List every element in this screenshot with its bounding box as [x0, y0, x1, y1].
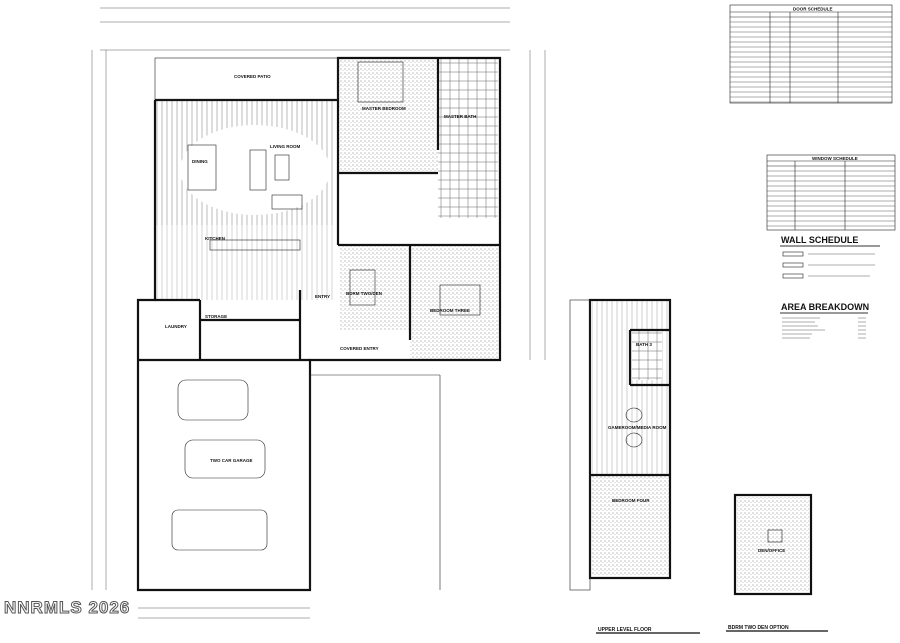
- room-label-master-bath: MASTER BATH: [444, 114, 476, 119]
- dimension-lines: [91, 7, 546, 619]
- master-bed: [357, 61, 404, 103]
- den-option-title: BDRM TWO DEN OPTION: [728, 625, 789, 631]
- door-schedule-title: DOOR SCHEDULE: [793, 7, 833, 12]
- door-schedule-table: [729, 4, 893, 104]
- room-label-covered-patio: COVERED PATIO: [234, 74, 271, 79]
- window-schedule-title: WINDOW SCHEDULE: [812, 156, 858, 161]
- bed-three: [439, 284, 481, 316]
- room-label-bath-three: BATH 3: [636, 342, 652, 347]
- bed-two: [349, 269, 376, 306]
- room-label-storage: STORAGE: [205, 314, 227, 319]
- master-bedroom-floor: [338, 58, 438, 173]
- truck: [171, 509, 268, 551]
- room-label-kitchen: KITCHEN: [205, 236, 225, 241]
- door-schedule-rows: [730, 21, 892, 103]
- room-label-den-office: DEN/OFFICE: [758, 548, 785, 553]
- driveway: [309, 374, 441, 590]
- room-label-laundry: LAUNDRY: [165, 324, 187, 329]
- dining-table: [187, 144, 217, 191]
- room-label-entry: ENTRY: [315, 294, 330, 299]
- watermark: NNRMLS 2026: [3, 598, 131, 618]
- sofa: [249, 149, 267, 191]
- car: [184, 439, 266, 479]
- kitchen-island: [209, 239, 301, 251]
- upper-level-plan: [569, 298, 672, 591]
- furniture: [171, 61, 481, 551]
- room-label-bedroom-two: BDRM TWO/DEN: [346, 291, 382, 296]
- room-label-bedroom-four: BEDROOM FOUR: [612, 498, 650, 503]
- chair: [274, 154, 290, 181]
- window-schedule-rows: [767, 170, 895, 227]
- wall-schedule-legend: [782, 251, 875, 279]
- area-breakdown-rows: [782, 317, 866, 339]
- upper-level-title: UPPER LEVEL FLOOR: [598, 627, 652, 633]
- window-schedule-table: [766, 154, 896, 231]
- room-label-master-bedroom: MASTER BEDROOM: [362, 106, 406, 111]
- covered-patio-outline: [154, 57, 339, 101]
- room-label-dining: DINING: [192, 159, 208, 164]
- room-label-garage: TWO CAR GARAGE: [210, 458, 253, 463]
- den-option-plan: [733, 493, 813, 596]
- loveseat: [271, 194, 303, 210]
- room-label-covered-entry: COVERED ENTRY: [340, 346, 379, 351]
- kitchen-floor: [155, 225, 335, 300]
- room-label-gameroom: GAMEROOM/MEDIA ROOM: [608, 425, 667, 430]
- car: [177, 379, 249, 421]
- area-breakdown-title: AREA BREAKDOWN: [781, 302, 869, 312]
- living-floor-open-area: [180, 125, 330, 215]
- room-label-living-room: LIVING ROOM: [270, 144, 301, 149]
- bedroom-three-floor: [410, 245, 498, 360]
- room-label-bedroom-three: BEDROOM THREE: [430, 308, 470, 313]
- master-bath-floor: [438, 58, 498, 218]
- wall-schedule-title: WALL SCHEDULE: [781, 235, 858, 245]
